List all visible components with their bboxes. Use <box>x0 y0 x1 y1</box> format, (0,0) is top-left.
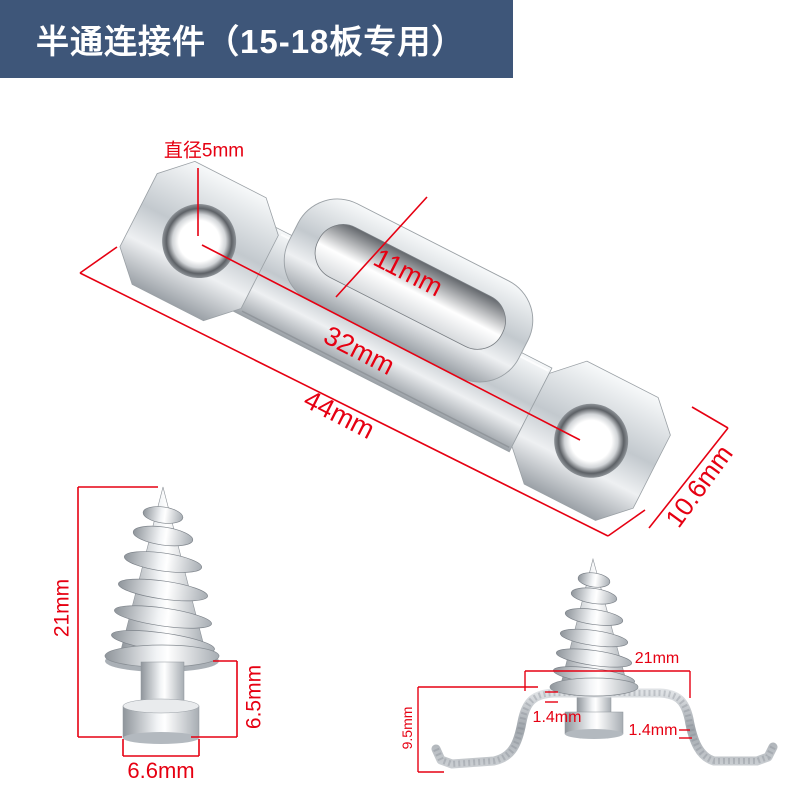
overall-length-tick-right <box>607 509 646 537</box>
assembly-dimension-lines <box>417 670 692 773</box>
thickness-left-label: 1.4mm <box>532 709 582 726</box>
bracket-hole-left <box>162 204 237 279</box>
assembly-bracket-texture <box>433 690 776 768</box>
slot-length-line <box>335 196 428 298</box>
thickness-right-label: 1.4mm <box>628 722 678 739</box>
screw-height-label: 21mm <box>50 578 74 638</box>
title-banner: 半通连接件（15-18板专用） <box>0 0 513 78</box>
screw-dimension-lines <box>77 486 238 757</box>
hole-spacing-line <box>201 244 581 441</box>
screw-side-view <box>104 486 220 744</box>
width-dim-arm-top <box>691 406 729 429</box>
bracket-slot <box>314 224 506 350</box>
bracket-strip-shadow <box>241 310 510 448</box>
bracket-top-view <box>119 160 671 521</box>
bracket-hole-right <box>554 403 629 478</box>
width-dim-arm-long <box>648 427 729 529</box>
bracket-dimension-lines <box>79 168 729 537</box>
screw-base-top <box>122 698 200 714</box>
screw-base-bottom <box>123 732 199 744</box>
overall-length-tick-left <box>79 246 118 274</box>
base-diameter-label: 6.6mm <box>127 758 195 783</box>
top-span-label: 21mm <box>634 650 680 667</box>
assembly-view <box>431 557 778 769</box>
assembly-screw-flange <box>549 677 639 697</box>
overall-length-line <box>79 272 609 537</box>
assembly-screw-base-bottom <box>565 729 623 739</box>
collar-height-label: 6.5mm <box>242 664 266 730</box>
banner-title-text: 半通连接件（15-18板专用） <box>36 23 466 60</box>
leg-height-label: 9.5mm <box>399 706 415 750</box>
hole-diameter-label: 直径5mm <box>163 140 245 162</box>
